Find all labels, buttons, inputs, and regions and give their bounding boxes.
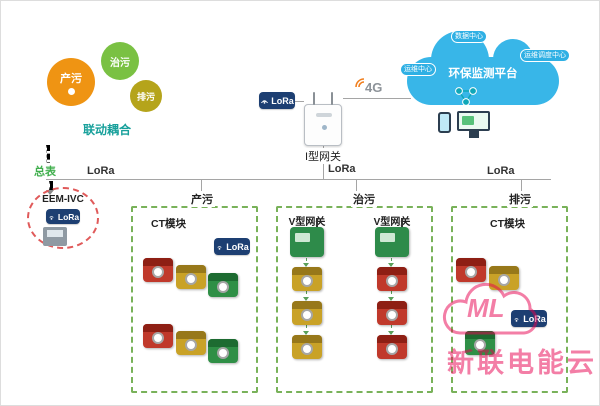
signal-icon [217,246,222,250]
zone-produce-title: 产污 [189,191,215,207]
gateway-cloud-link [343,98,411,99]
signal-icon [49,216,54,220]
ct-module-red [377,335,407,359]
ct-module-red [143,258,173,282]
gear-treat-label: 治污 [110,57,130,69]
zone-discharge-lora-badge: LoRa [511,310,547,327]
cloud-node-dispatch-center: 运维调度中心 [520,49,570,62]
type1-gateway-device [304,92,342,146]
ct-module-green [208,273,238,297]
arrow-down-icon [303,263,309,267]
gear-discharge-label: 排污 [136,91,155,102]
phone-icon [438,112,451,133]
treat-connector [306,291,307,300]
lora-gateway-link [295,101,304,102]
ct-module-red [377,267,407,291]
zone-discharge-title: 排污 [507,191,533,207]
ct-module-red [456,258,486,282]
ct-module-yellow [176,331,206,355]
gear-caption: 联动耦合 [82,123,131,137]
zone-treat-box [276,206,433,393]
bus-line [46,179,551,180]
bus-lora-right: LoRa [485,165,517,177]
zone-produce-lora-badge: LoRa [214,238,250,255]
ct-module-yellow [292,301,322,325]
cloud-node-data-center: 数据中心 [451,30,487,43]
gear-treat: 治污 [101,42,139,80]
signal-icon [261,100,269,104]
arrow-down-icon [388,263,394,267]
treat-connector [391,258,392,266]
ct-module-yellow [489,266,519,290]
bus-lora-left: LoRa [85,165,117,177]
gear-produce-label: 产污 [60,72,82,85]
arrow-down-icon [388,331,394,335]
treat-connector [306,258,307,266]
arrow-down-icon [303,331,309,335]
energy-meter-icon [43,227,67,246]
gear-discharge: 排污 [130,80,162,112]
ct-module-green [208,339,238,363]
bus-lora-center: LoRa [326,163,358,175]
ct-module-yellow [292,335,322,359]
network-nodes-icon [455,87,477,106]
zone-produce-module-label: CT模块 [151,218,186,230]
gear-produce: 产污 [47,58,95,106]
cloud-node-ops-center: 运维中心 [400,63,436,76]
v-gateway-device [375,218,409,257]
zone-produce-box [131,206,258,393]
gear-hub-icon [67,87,75,95]
treat-connector [391,291,392,300]
v-gateway-device [290,218,324,257]
gateway-lora-label: LoRa [271,95,294,106]
zone-discharge-lora-label: LoRa [523,313,546,324]
treat-connector [306,325,307,334]
ct-module-red [377,301,407,325]
cell-signal-icon [355,78,365,88]
arrow-down-icon [303,297,309,301]
ct-module-yellow [176,265,206,289]
gateway-label: I型网关 [295,148,351,164]
v-gateway-left-label: V型网关 [288,217,326,228]
gateway-led [322,125,327,130]
cell-4g-badge: 4G [355,78,385,97]
main-meter-group [27,187,99,249]
zone-discharge-module-label: CT模块 [490,218,525,230]
treat-connector [391,325,392,334]
main-meter-caption: 总表 [34,163,56,179]
zone-treat-title: 治污 [351,191,377,207]
ct-module-yellow [292,267,322,291]
cloud-platform-title: 环保监测平台 [448,68,518,80]
v-gateway-right-label: V型网关 [373,217,411,228]
monitor-icon [457,111,490,131]
ct-module-red [143,324,173,348]
zone-produce-lora-label: LoRa [226,241,249,252]
arrow-down-icon [388,297,394,301]
cell-4g-label: 4G [365,80,383,95]
gateway-lora-badge: LoRa [259,92,295,109]
meter-model-label: EEM-IVC [42,194,84,205]
meter-lora-badge: LoRa [46,209,80,224]
zone-discharge-box [451,206,568,393]
ct-module-green [465,331,495,355]
meter-lora-label: LoRa [57,211,80,222]
gateway-slot [316,113,332,117]
monitor-screen [462,116,474,125]
signal-icon [514,318,519,322]
